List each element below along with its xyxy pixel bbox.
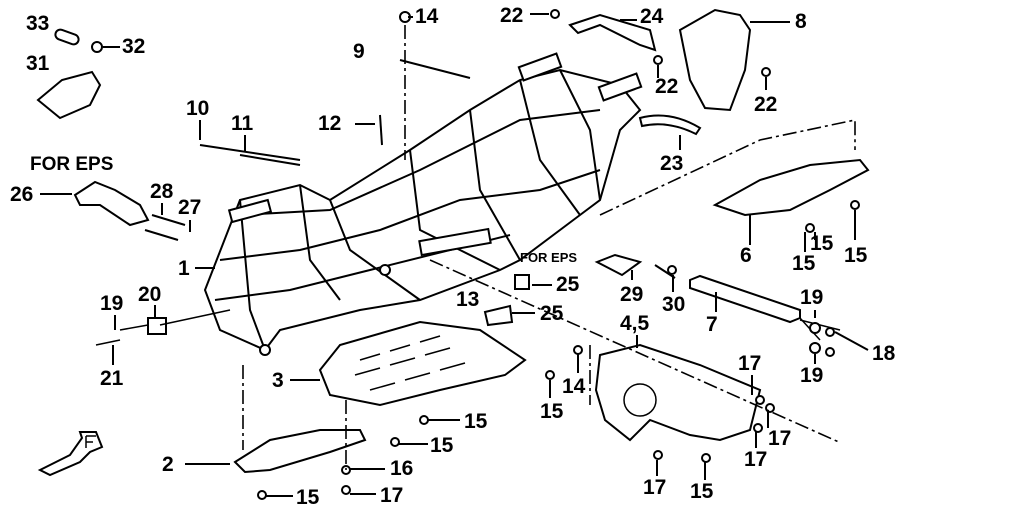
guard-4-5 (594, 343, 762, 442)
part-23 (638, 114, 702, 136)
callout-2: 2 (162, 453, 174, 476)
callout-17: 17 (768, 427, 791, 450)
callout-13: 13 (456, 288, 479, 311)
callout-26: 26 (10, 183, 33, 206)
callout-15: 15 (690, 480, 714, 503)
callout-27: 27 (178, 196, 201, 219)
skid-plate-3 (318, 320, 527, 407)
callout-14: 14 (562, 375, 586, 398)
callout-3: 3 (272, 369, 284, 392)
callout-10: 10 (186, 97, 209, 120)
callout-22: 22 (655, 75, 678, 98)
callout-15: 15 (540, 400, 564, 423)
callout-29: 29 (620, 283, 643, 306)
skid-plate-2 (233, 429, 367, 474)
callout-15: 15 (792, 252, 816, 275)
callout-15: 15 (810, 232, 834, 255)
callout-12: 12 (318, 112, 341, 135)
callout-16: 16 (390, 457, 413, 480)
callout-32: 32 (122, 35, 145, 58)
callout-17: 17 (738, 352, 761, 375)
callout-1: 1 (178, 257, 190, 280)
callout-17: 17 (380, 484, 403, 507)
callout-24: 24 (640, 5, 664, 28)
callout-11: 11 (231, 112, 254, 135)
callout-25: 25 (540, 302, 564, 325)
callout-22: 22 (754, 93, 777, 116)
bracket-31 (36, 70, 102, 120)
callout-17: 17 (643, 476, 666, 499)
callout-6: 6 (740, 244, 752, 267)
bracket-26 (73, 180, 150, 227)
leader-line (834, 331, 869, 351)
callout-8: 8 (795, 10, 807, 33)
callout-4-5: 4,5 (620, 312, 650, 335)
callout-31: 31 (26, 52, 50, 75)
callout-21: 21 (100, 367, 124, 390)
callout-22: 22 (500, 4, 523, 27)
callout-17: 17 (744, 448, 767, 471)
front-direction-arrow-icon (37, 431, 104, 477)
callout-28: 28 (150, 180, 174, 203)
eps-plates-25-29 (483, 253, 643, 327)
callout-9: 9 (353, 40, 365, 63)
callout-20: 20 (138, 283, 161, 306)
assembly-guide-lines (242, 25, 856, 470)
callout-33: 33 (26, 12, 49, 35)
plate-8 (678, 8, 752, 112)
callout-leaders (40, 13, 869, 497)
callout-15: 15 (430, 434, 454, 457)
callout-7: 7 (706, 313, 718, 336)
skid-plate-6 (712, 158, 870, 217)
rods-and-bolts (91, 9, 860, 500)
bracket-20 (147, 317, 167, 335)
callout-15: 15 (844, 244, 868, 267)
callout-23: 23 (660, 152, 683, 175)
callout-15: 15 (296, 486, 320, 509)
callout-30: 30 (662, 293, 685, 316)
for-eps-note: FOR EPS (520, 250, 577, 265)
main-frame (203, 52, 643, 356)
part-33 (54, 28, 80, 46)
callout-15: 15 (464, 410, 488, 433)
callout-18: 18 (872, 342, 896, 365)
callout-25: 25 (556, 273, 580, 296)
callout-19: 19 (800, 286, 823, 309)
callout-19: 19 (100, 292, 123, 315)
callout-14: 14 (415, 5, 439, 28)
callout-19: 19 (800, 364, 823, 387)
bracket-24 (568, 13, 657, 52)
for-eps-note: FOR EPS (30, 154, 113, 175)
